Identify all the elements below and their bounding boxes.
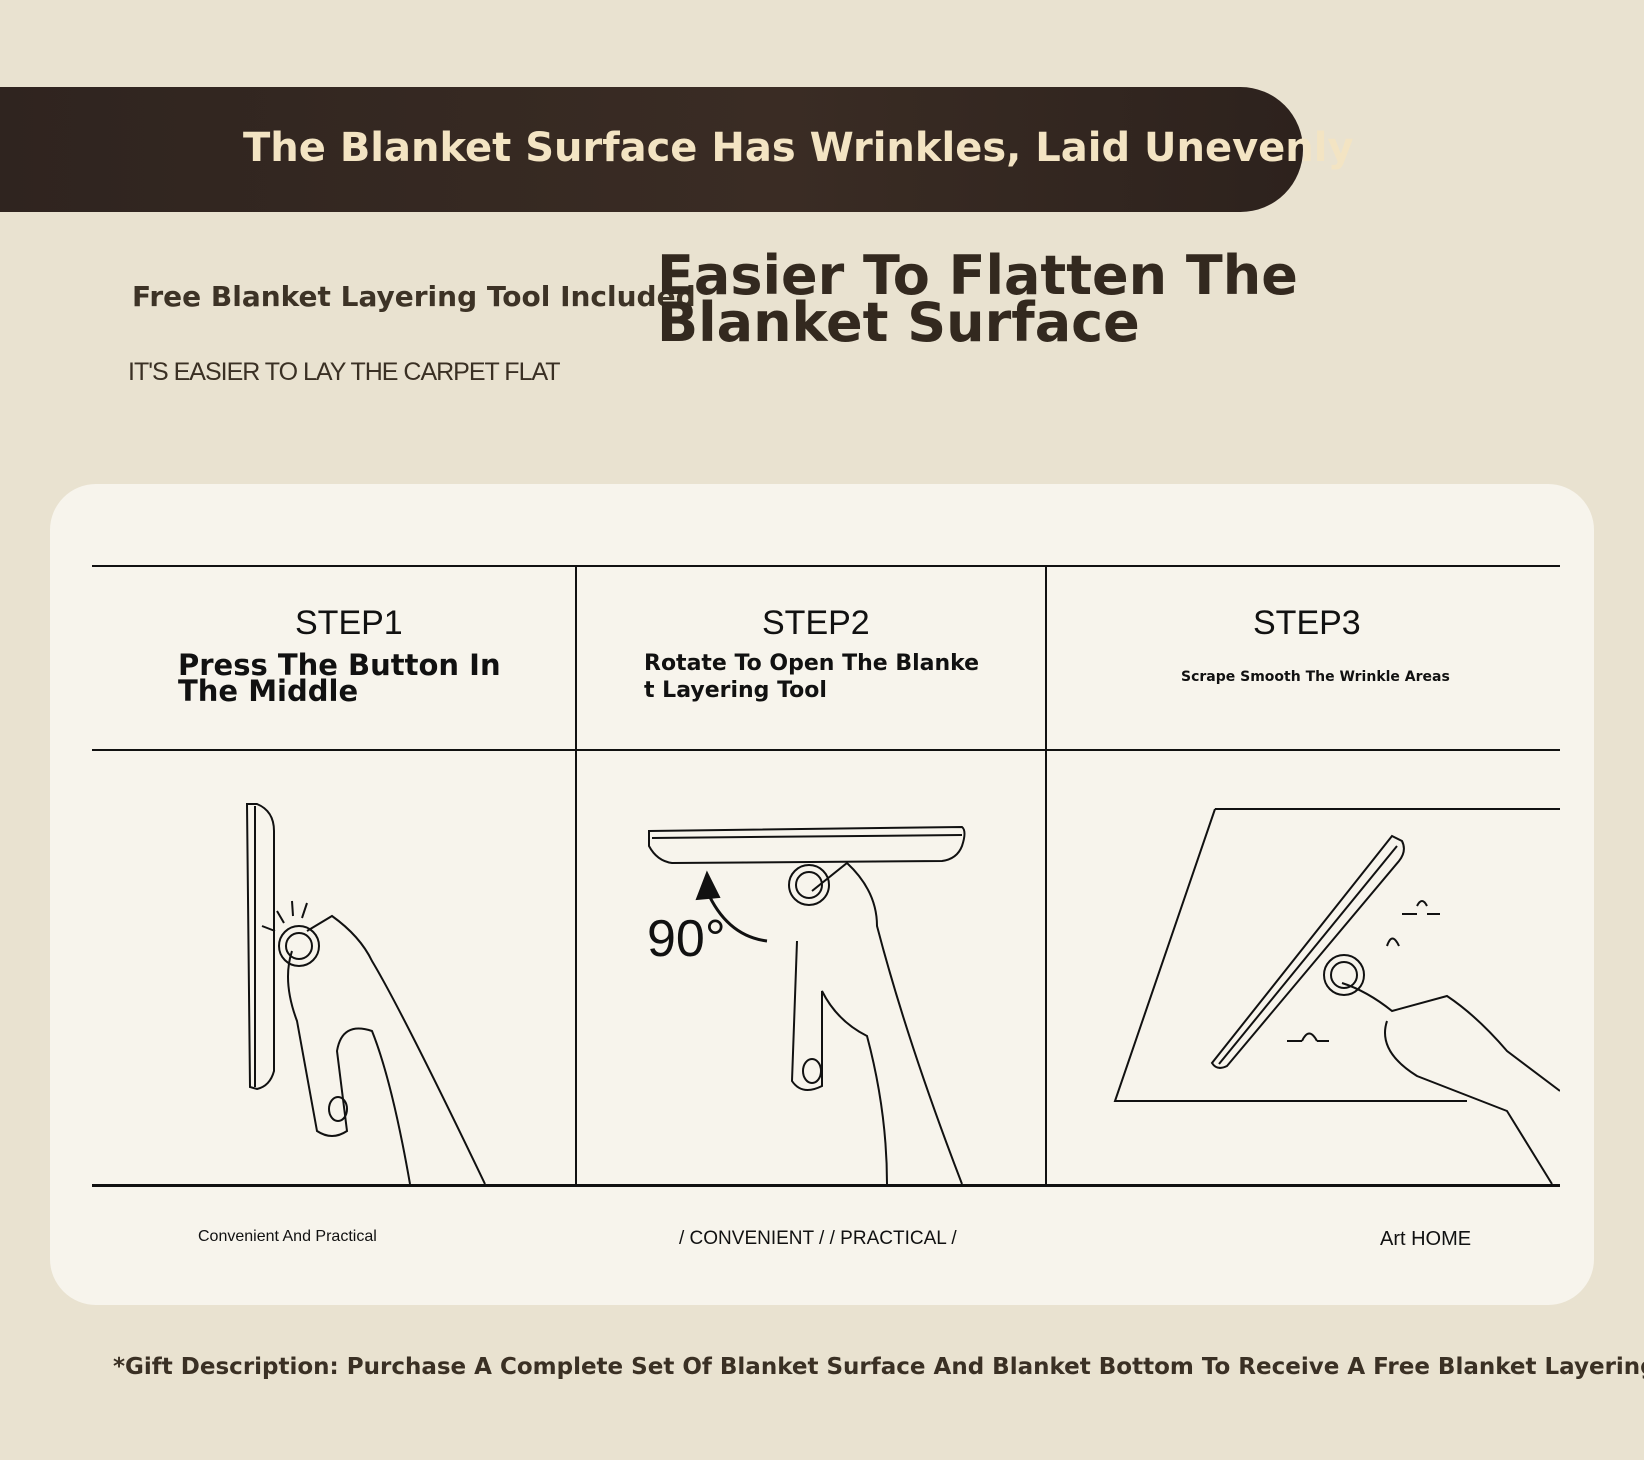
footer-left: Convenient And Practical xyxy=(198,1228,377,1245)
step3-description: Scrape Smooth The Wrinkle Areas xyxy=(1181,669,1450,685)
rotate-tool-illustration: 90° xyxy=(647,825,966,1184)
banner-title: The Blanket Surface Has Wrinkles, Laid U… xyxy=(243,125,1354,171)
divider xyxy=(92,565,1560,567)
free-tool-label: Free Blanket Layering Tool Included xyxy=(132,280,696,313)
divider xyxy=(92,1184,1560,1187)
divider xyxy=(575,566,577,1186)
step1-label: STEP1 xyxy=(295,604,403,642)
gift-description: *Gift Description: Purchase A Complete S… xyxy=(113,1354,1644,1380)
press-button-illustration xyxy=(245,803,486,1184)
scrape-illustration xyxy=(1113,808,1560,1184)
title-banner: The Blanket Surface Has Wrinkles, Laid U… xyxy=(0,87,1354,212)
footer-center: / CONVENIENT / / PRACTICAL / xyxy=(679,1228,957,1249)
angle-label: 90° xyxy=(647,910,726,968)
footer-brand: Art HOME xyxy=(1380,1228,1472,1250)
subtitle: IT'S EASIER TO LAY THE CARPET FLAT xyxy=(128,358,561,386)
steps-card xyxy=(50,484,1594,1305)
divider xyxy=(1045,566,1047,1186)
step2-label: STEP2 xyxy=(762,604,870,642)
step2-description: Rotate To Open The Blanket Layering Tool xyxy=(644,651,980,703)
headline: Easier To Flatten The Blanket Surface xyxy=(657,244,1298,354)
step1-description: Press The Button In The Middle xyxy=(178,648,501,708)
step3-label: STEP3 xyxy=(1253,604,1361,642)
divider xyxy=(92,749,1560,751)
